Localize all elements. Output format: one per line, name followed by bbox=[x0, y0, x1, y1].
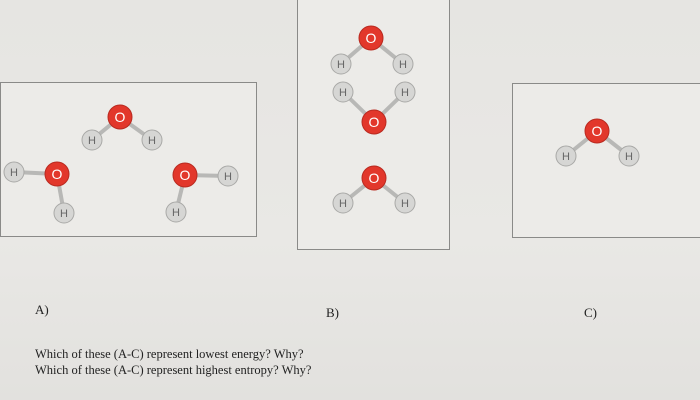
panel-a bbox=[0, 82, 257, 237]
oxygen-atom bbox=[44, 161, 70, 187]
water-molecule: H H O bbox=[555, 118, 640, 167]
hydrogen-label: H bbox=[339, 87, 347, 99]
oxygen-label: O bbox=[180, 167, 191, 183]
water-molecule: H H O bbox=[81, 104, 163, 151]
oxygen-label: O bbox=[366, 30, 377, 46]
question-lowest-energy: Which of these (A-C) represent lowest en… bbox=[35, 347, 304, 361]
hydrogen-atom bbox=[394, 192, 416, 214]
oxygen-atom bbox=[584, 118, 610, 144]
water-molecule: H H O bbox=[332, 81, 416, 135]
hydrogen-label: H bbox=[224, 171, 232, 183]
hydrogen-atom bbox=[332, 81, 354, 103]
water-molecule: H H O bbox=[330, 25, 414, 75]
oxygen-label: O bbox=[369, 170, 380, 186]
oxygen-atom bbox=[107, 104, 133, 130]
hydrogen-label: H bbox=[625, 151, 633, 163]
hydrogen-atom bbox=[3, 161, 25, 183]
oxygen-label: O bbox=[115, 109, 126, 125]
hydrogen-label: H bbox=[60, 208, 68, 220]
oxygen-atom bbox=[361, 109, 387, 135]
hydrogen-atom bbox=[330, 53, 352, 75]
oxygen-atom bbox=[361, 165, 387, 191]
hydrogen-atom bbox=[81, 129, 103, 151]
hydrogen-label: H bbox=[10, 167, 18, 179]
hydrogen-label: H bbox=[88, 135, 96, 147]
option-b-label: B) bbox=[326, 305, 339, 320]
hydrogen-atom bbox=[217, 165, 239, 187]
option-a-label: A) bbox=[35, 302, 49, 317]
question-highest-entropy: Which of these (A-C) represent highest e… bbox=[35, 363, 312, 377]
option-c-label: C) bbox=[584, 305, 597, 320]
oxygen-label: O bbox=[592, 123, 603, 139]
oxygen-atom bbox=[358, 25, 384, 51]
hydrogen-atom bbox=[141, 129, 163, 151]
hydrogen-label: H bbox=[337, 59, 345, 71]
panel-c bbox=[512, 83, 700, 238]
hydrogen-atom bbox=[394, 81, 416, 103]
oxygen-atom bbox=[172, 162, 198, 188]
hydrogen-atom bbox=[392, 53, 414, 75]
water-molecule: H H O bbox=[165, 162, 239, 223]
hydrogen-label: H bbox=[148, 135, 156, 147]
oxygen-label: O bbox=[369, 114, 380, 130]
hydrogen-label: H bbox=[401, 198, 409, 210]
hydrogen-atom bbox=[332, 192, 354, 214]
hydrogen-label: H bbox=[401, 87, 409, 99]
water-molecule: H H O bbox=[3, 161, 75, 224]
hydrogen-label: H bbox=[562, 151, 570, 163]
hydrogen-atom bbox=[555, 145, 577, 167]
hydrogen-atom bbox=[165, 201, 187, 223]
hydrogen-label: H bbox=[339, 198, 347, 210]
hydrogen-atom bbox=[53, 202, 75, 224]
hydrogen-label: H bbox=[172, 207, 180, 219]
hydrogen-label: H bbox=[399, 59, 407, 71]
water-molecule: H H O bbox=[332, 165, 416, 214]
hydrogen-atom bbox=[618, 145, 640, 167]
oxygen-label: O bbox=[52, 166, 63, 182]
